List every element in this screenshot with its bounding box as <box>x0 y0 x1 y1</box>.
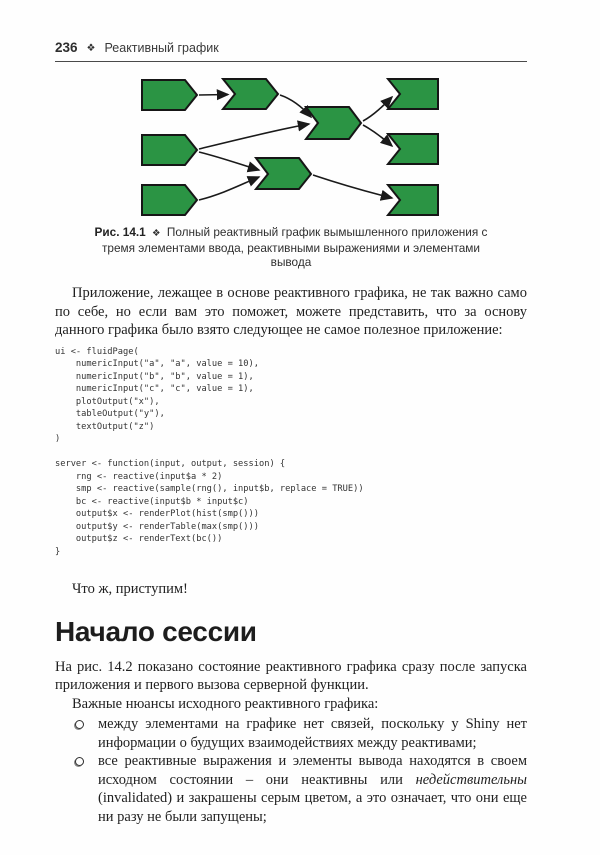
section-paragraph-1: На рис. 14.2 показано состояние реактивн… <box>55 658 527 694</box>
figure-caption-text: Полный реактивный график вымышленного пр… <box>102 225 488 269</box>
bullet-list: между элементами на графике нет связей, … <box>55 715 527 826</box>
diamond-icon: ❖ <box>152 228 161 239</box>
section-heading: Начало сессии <box>55 615 257 647</box>
edge-a-to-rng <box>198 89 230 101</box>
edge-smp-to-y <box>362 124 394 148</box>
page-number: 236 <box>55 40 78 55</box>
edge-b-to-bc <box>198 151 261 173</box>
node-reactive-bc <box>253 157 313 190</box>
reactive-graph-diagram <box>141 78 439 216</box>
bullet-text-post: (invalidated) и закрашены серым цветом, … <box>98 790 527 825</box>
node-reactive-rng <box>220 78 280 110</box>
code-listing: ui <- fluidPage( numericInput("a", "a", … <box>55 346 364 557</box>
node-input-a <box>141 79 199 111</box>
edge-bc-to-z <box>312 174 394 201</box>
edge-b-to-smp <box>198 120 311 150</box>
node-output-y <box>385 133 439 165</box>
list-item: между элементами на графике нет связей, … <box>55 715 527 752</box>
circle-bullet-icon <box>75 757 84 766</box>
bullet-text: все реактивные выражения и элементы выво… <box>98 752 527 826</box>
figure-caption: Рис. 14.1 ❖ Полный реактивный график вым… <box>55 225 527 269</box>
bullet-text-italic: недействительны <box>415 771 527 788</box>
node-output-x <box>385 78 439 110</box>
figure-caption-label: Рис. 14.1 <box>94 225 146 239</box>
node-input-b <box>141 134 199 166</box>
section-paragraph-2: Важные нюансы исходного реактивного граф… <box>72 695 379 712</box>
node-output-z <box>385 184 439 216</box>
edge-smp-to-x <box>362 95 394 122</box>
edge-rng-to-smp <box>279 94 313 119</box>
figure-14-1: Рис. 14.1 ❖ Полный реактивный график вым… <box>55 76 527 269</box>
running-header: 236 ❖ Реактивный график <box>55 40 527 62</box>
bullet-text-pre: все реактивные выражения и элементы выво… <box>98 753 527 788</box>
list-item: все реактивные выражения и элементы выво… <box>55 752 527 826</box>
circle-bullet-icon <box>75 720 84 729</box>
bullet-text: между элементами на графике нет связей, … <box>98 716 527 751</box>
diamond-icon: ❖ <box>86 43 96 54</box>
node-reactive-smp <box>304 106 363 140</box>
edge-c-to-bc <box>198 176 261 201</box>
node-input-c <box>141 184 199 216</box>
intro-paragraph: Приложение, лежащее в основе реактивного… <box>55 285 527 338</box>
chapter-title: Реактивный график <box>104 41 219 55</box>
lets-begin-paragraph: Что ж, приступим! <box>72 581 188 597</box>
